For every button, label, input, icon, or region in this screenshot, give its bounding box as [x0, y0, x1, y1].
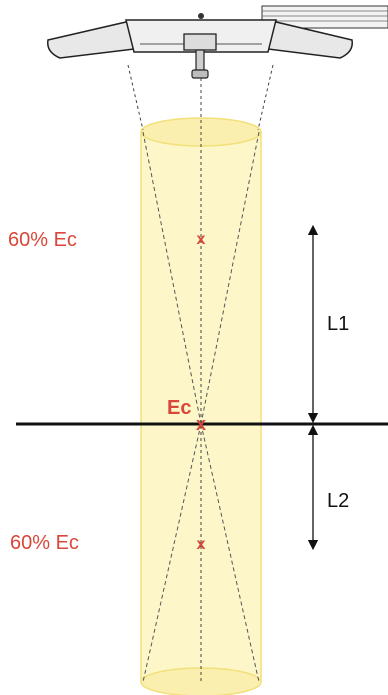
label-l1: L1 [327, 313, 350, 335]
marker-bottom-icon: x [197, 536, 206, 553]
label-center-ec: Ec [167, 397, 192, 419]
label-bottom-60-percent-ec: 60% Ec [10, 532, 79, 554]
ceiling-arm [261, 5, 388, 29]
focal-cone-dashes [142, 131, 260, 683]
illuminance-markers: x x x [196, 231, 206, 553]
marker-center-icon: x [196, 414, 206, 434]
projection-dashes [127, 64, 274, 682]
surgical-lamp-head [47, 5, 388, 79]
lamp-center-box [183, 33, 217, 51]
label-top-60-percent-ec: 60% Ec [8, 229, 77, 251]
lamp-handle [191, 69, 209, 79]
label-l2: L2 [327, 490, 350, 512]
marker-top-icon: x [197, 231, 206, 248]
